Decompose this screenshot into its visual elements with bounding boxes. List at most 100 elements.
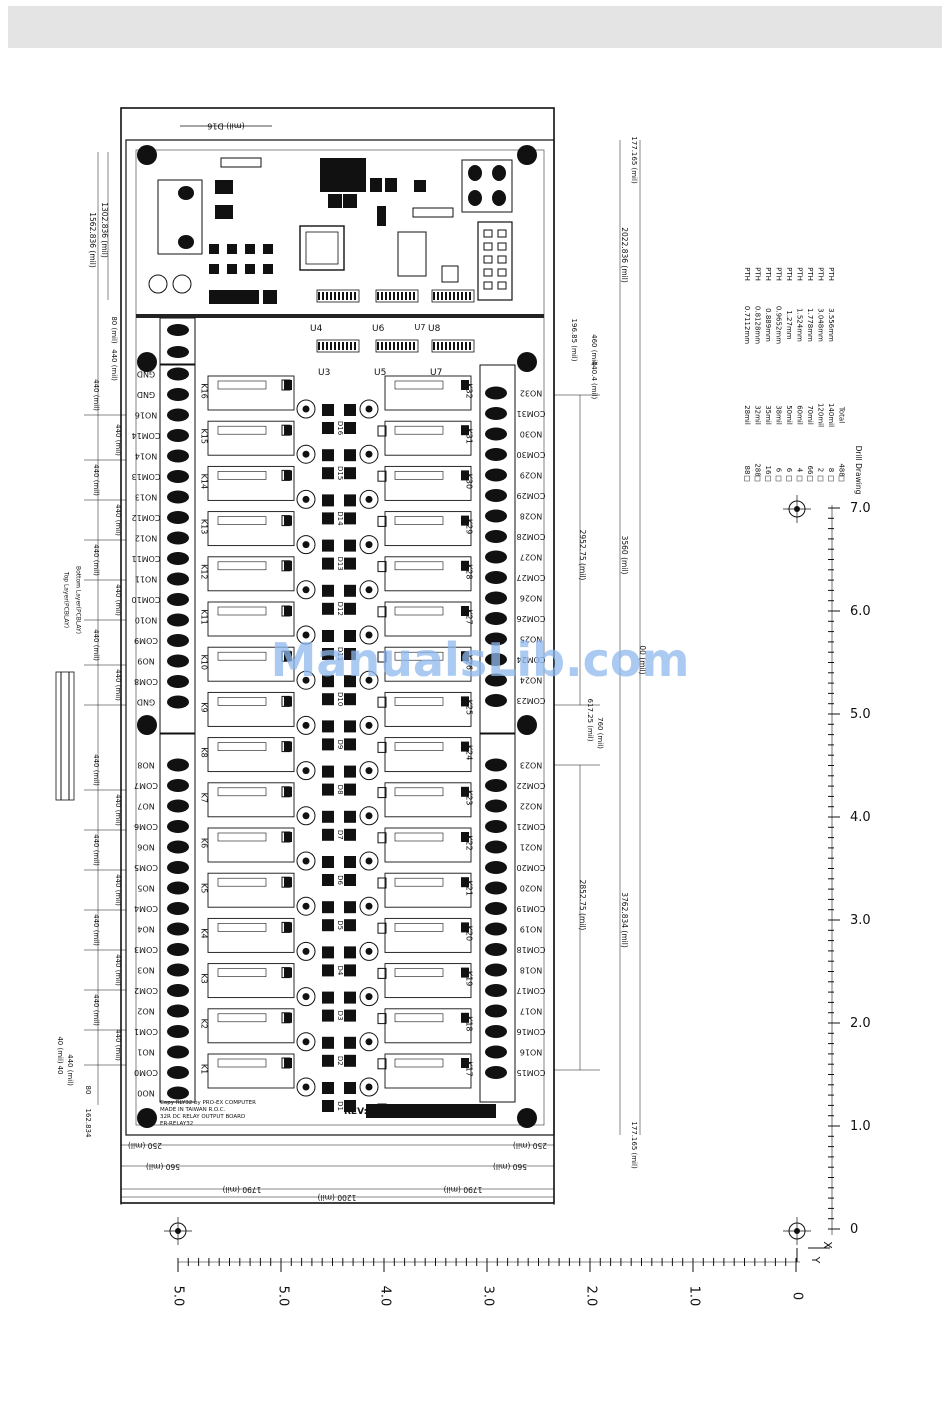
- transistor-core: [365, 812, 373, 820]
- relay-body: [207, 1053, 295, 1089]
- terminal-pad: [485, 902, 507, 915]
- silkscreen-text: 32R DC RELAY OUTPUT BOARD: [160, 1114, 245, 1120]
- mounting-hole: [517, 715, 537, 735]
- drill-mm: 0.7112mm: [743, 306, 751, 344]
- drill-type: PTH: [743, 267, 751, 281]
- terminal-label: COM4: [134, 904, 158, 913]
- terminal-pad: [167, 820, 189, 833]
- terminal-label: NO6: [137, 843, 154, 852]
- smd-pad: [209, 290, 259, 304]
- dim-text: 440 (mil): [92, 544, 100, 576]
- ic-pin: [441, 292, 443, 300]
- relay-pin: [461, 651, 469, 662]
- transistor-core: [302, 450, 310, 458]
- ic-pin: [342, 342, 344, 350]
- terminal-label: NO7: [137, 802, 154, 811]
- terminal-pad: [167, 470, 189, 483]
- relay-pin: [461, 1012, 469, 1023]
- ic-label: U3: [318, 368, 330, 378]
- header-bar: [8, 6, 942, 48]
- transistor: [359, 715, 379, 735]
- resistor-pad: [344, 1082, 356, 1094]
- drill-symbol: [754, 475, 761, 482]
- terminal-pad: [485, 448, 507, 461]
- transistor-core: [365, 631, 373, 639]
- relay-body: [207, 827, 295, 863]
- transistor-core: [302, 902, 310, 910]
- terminal-label: GND: [137, 370, 155, 379]
- terminal-pad: [167, 367, 189, 381]
- terminal-label: COM15: [517, 1068, 546, 1077]
- led-pad: [322, 449, 334, 462]
- pin: [483, 242, 493, 251]
- terminal-label: COM8: [134, 677, 158, 686]
- terminal-pad: [485, 632, 507, 646]
- scale-label: 2.0: [584, 1286, 599, 1307]
- pad: [492, 190, 506, 206]
- led-label: D16: [336, 421, 344, 436]
- relay-coil: [217, 606, 267, 616]
- drill-mil: 32mil: [754, 405, 762, 425]
- terminal-pad: [167, 388, 189, 401]
- led-label: D13: [336, 556, 344, 570]
- led-small: [377, 651, 387, 663]
- terminal-label: NO30: [520, 430, 542, 439]
- relay-label: K21: [465, 880, 474, 895]
- dim-text: 3762.834 (mil): [620, 892, 629, 948]
- drill-symbol: [838, 475, 845, 482]
- pin: [483, 281, 493, 290]
- dim-text: 440 (mil): [114, 669, 122, 701]
- terminal-pad: [167, 613, 189, 627]
- terminal-label: GND: [137, 698, 155, 707]
- relay-label: K26: [465, 654, 474, 669]
- led-pad: [322, 404, 334, 416]
- led-small: [281, 605, 291, 617]
- ic-pin: [381, 292, 383, 300]
- relay-body: [384, 420, 472, 456]
- ic-pin: [405, 342, 407, 350]
- transistor-core: [302, 857, 310, 865]
- relay-coil: [217, 425, 267, 435]
- relay-pin: [284, 1058, 292, 1068]
- terminal-pad: [167, 861, 189, 874]
- resistor-pad: [344, 720, 356, 733]
- drill-type: PTH: [817, 267, 825, 281]
- relay-pin: [461, 741, 469, 752]
- terminal-label: NO5: [137, 884, 154, 893]
- pad: [343, 194, 357, 208]
- led-label: D9: [336, 739, 344, 749]
- transistor: [296, 896, 316, 916]
- drill-count: 488: [838, 463, 846, 476]
- led-label: D5: [336, 920, 344, 930]
- drill-table: 8828mil0.7112mmPTH28832mil0.8128mmPTH163…: [743, 267, 863, 494]
- relay-coil: [394, 606, 444, 616]
- transistor: [296, 761, 316, 781]
- dim-text: 560 (mil): [146, 1162, 180, 1171]
- led-pad: [322, 964, 334, 977]
- terminal-label: COM9: [134, 636, 158, 645]
- led-pad: [322, 1036, 334, 1049]
- silkscreen-text: Copy RLY32 by PRO-EX COMPUTER: [160, 1100, 256, 1106]
- relay-label: K28: [465, 564, 474, 579]
- resistor-pad: [344, 828, 356, 841]
- led-small: [281, 786, 291, 798]
- transistor: [359, 625, 379, 645]
- dim-text: 560 (mil): [493, 1162, 527, 1171]
- dim-text: 1790 (mil): [223, 1185, 262, 1194]
- silkscreen-text: ER-RELAY32: [160, 1121, 193, 1127]
- dim-text: 440 (mil): [114, 424, 122, 456]
- relay-label: K24: [465, 745, 474, 760]
- rev-box: [366, 1104, 496, 1118]
- led-small: [281, 379, 291, 391]
- smd-pad: [385, 178, 397, 192]
- ic-pin: [465, 342, 467, 350]
- transistor-core: [365, 541, 373, 549]
- ic-pin: [318, 342, 320, 350]
- led-small: [377, 877, 387, 889]
- dim-text: 2022.836 (mil): [620, 227, 629, 283]
- ic-label: U6: [372, 324, 385, 334]
- dim-text: 440 (mil): [92, 754, 100, 786]
- led-label: D1: [336, 1101, 344, 1111]
- led-small: [281, 876, 291, 888]
- drill-mil: Total: [838, 406, 846, 423]
